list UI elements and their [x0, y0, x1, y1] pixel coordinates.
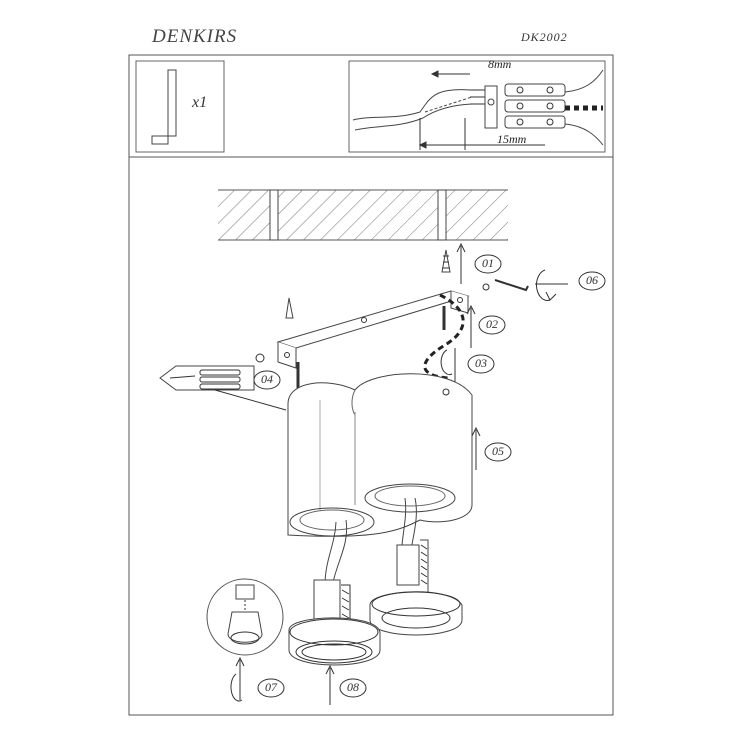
hex-key-quantity: x1: [192, 94, 208, 111]
rotate-arrow-07: [230, 656, 245, 702]
step-02-label: 02: [486, 317, 498, 331]
step-01-badge: [474, 254, 502, 274]
up-arrow-05: [471, 426, 481, 470]
wall-plug: [285, 297, 294, 319]
step-08-label: 08: [347, 680, 359, 694]
step-06-label: 06: [586, 273, 598, 287]
ceiling: [218, 189, 508, 241]
step-01-label: 01: [482, 256, 494, 270]
wiring-panel: [348, 60, 606, 153]
step-07-badge: [257, 678, 285, 698]
step-06-badge: [578, 271, 606, 291]
bulb-detail: [206, 578, 284, 656]
hex-key-06: [482, 269, 568, 301]
hex-key-panel: [135, 60, 225, 153]
lamp-module-right: [369, 539, 463, 636]
lamp-module-left: [288, 579, 381, 666]
step-05-label: 05: [492, 444, 504, 458]
step-04-label: 04: [261, 372, 273, 386]
rotate-arrow-03: [440, 348, 456, 385]
up-arrow-01: [456, 242, 466, 284]
step-05-badge: [484, 442, 512, 462]
lamp-wire-left: [324, 521, 337, 586]
housing-body: [287, 373, 473, 537]
power-cable: [423, 293, 465, 380]
nut-04: [255, 353, 265, 363]
step-08-badge: [339, 678, 367, 698]
brand-name: DENKIRS: [152, 26, 238, 47]
anchor-screw: [441, 249, 451, 273]
hex-key-icon: [151, 69, 177, 145]
page-border: [128, 54, 614, 716]
step-04-badge: [253, 370, 281, 390]
up-arrow-02: [466, 304, 476, 348]
insulation-length-label: 15mm: [497, 132, 527, 146]
step-03-label: 03: [475, 356, 487, 370]
step-07-label: 07: [265, 680, 277, 694]
strip-length-label: 8mm: [488, 57, 512, 71]
step-02-badge: [478, 315, 506, 335]
step-03-badge: [467, 354, 495, 374]
mounting-bracket: [276, 290, 470, 369]
up-arrow-08: [325, 664, 335, 705]
model-number: DK2002: [521, 30, 568, 44]
